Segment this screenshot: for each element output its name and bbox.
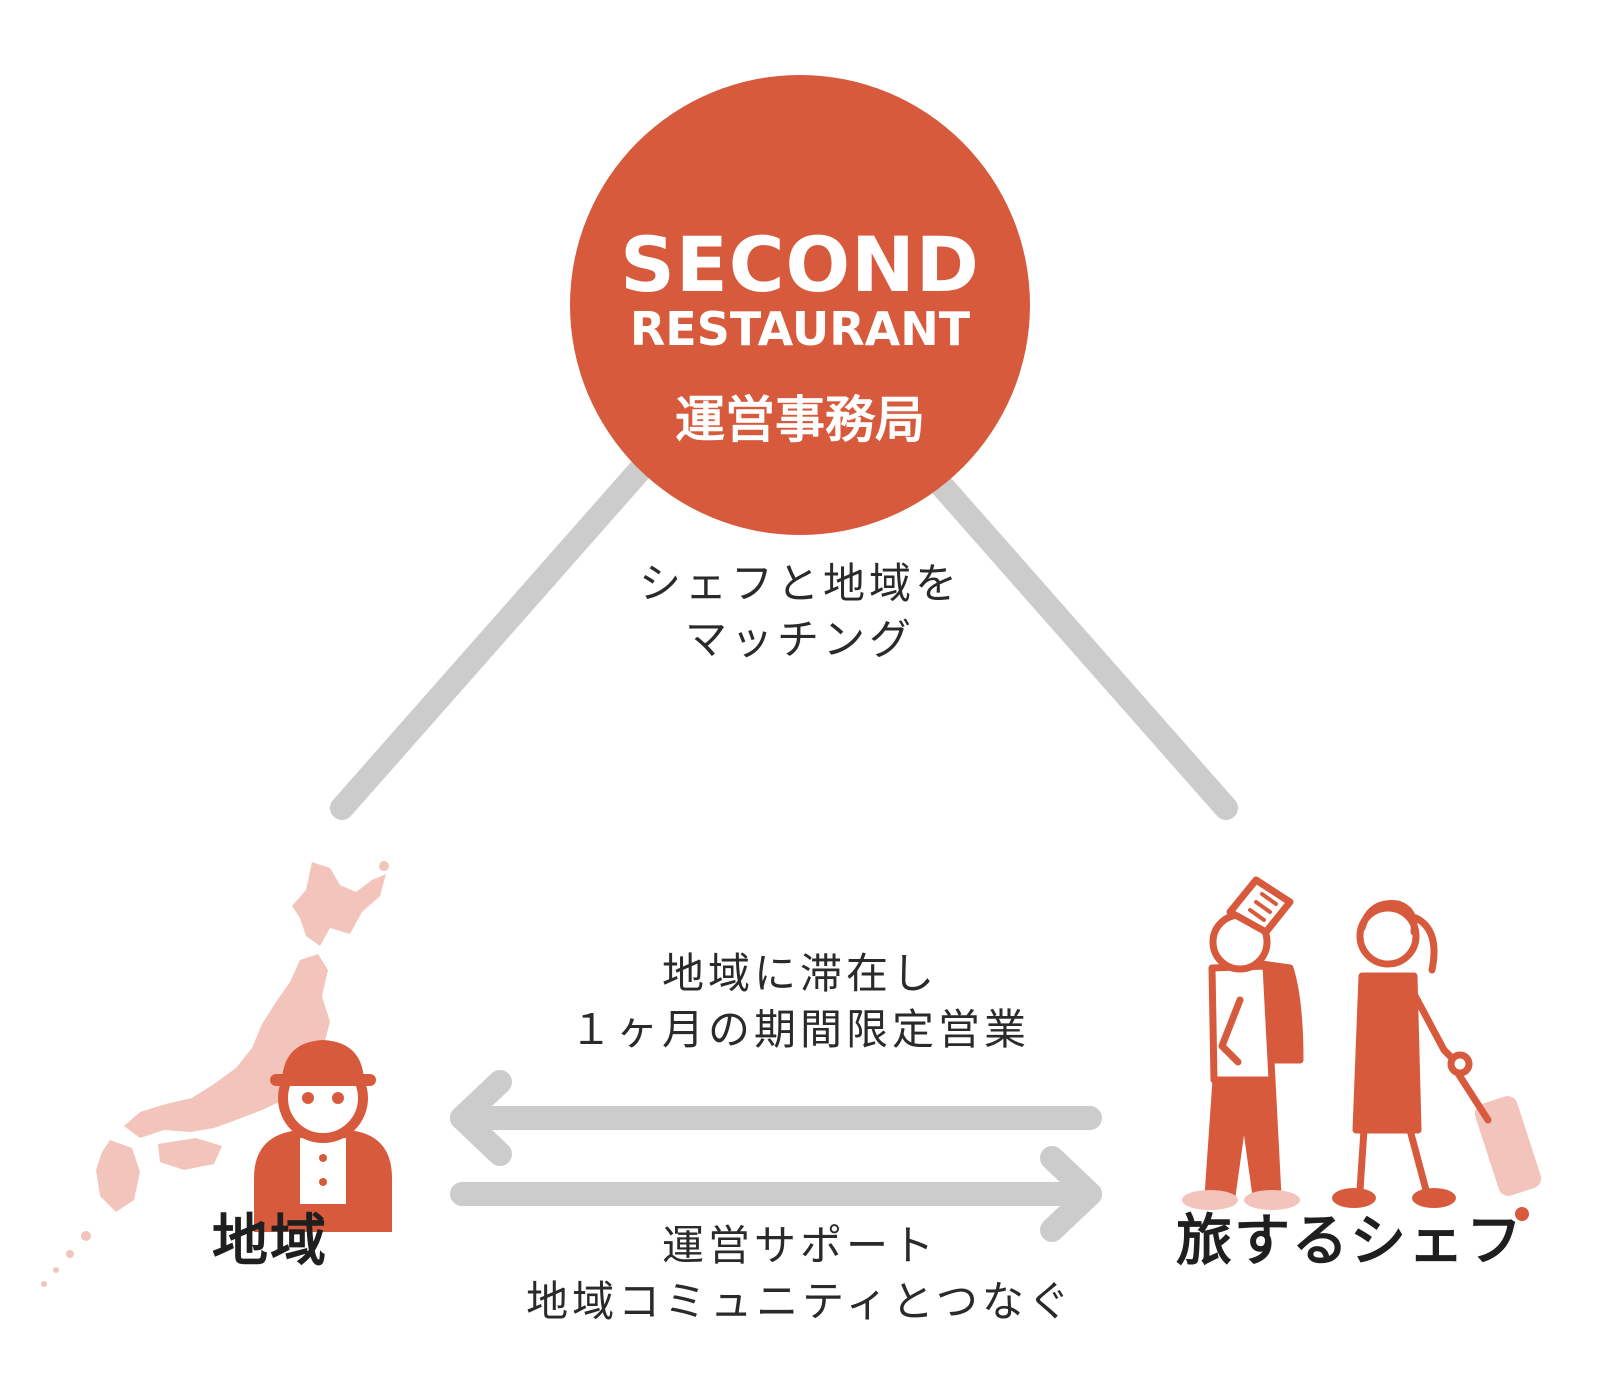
caption-stay-line1: 地域に滞在し (661, 949, 938, 998)
arrow-to-chef (450, 1146, 1102, 1242)
node-label-region: 地域 (212, 1209, 328, 1274)
connector-hub-region (330, 458, 652, 820)
hub-circle (570, 75, 1030, 535)
node-label-chef: 旅するシェフ (1176, 1209, 1524, 1274)
caption-matching: シェフと地域を マッチング (550, 556, 1050, 668)
local-person-icon (254, 1040, 392, 1232)
caption-stay-line2: １ヶ月の期間限定営業 (569, 1005, 1030, 1054)
caption-support-line1: 運営サポート (661, 1221, 938, 1270)
hub-title-second: SECOND (620, 220, 980, 309)
woman-with-suitcase-icon (1332, 900, 1542, 1221)
caption-support-line2: 地域コミュニティとつなぐ (526, 1277, 1074, 1326)
caption-support: 運営サポート 地域コミュニティとつなぐ (440, 1218, 1160, 1330)
caption-stay: 地域に滞在し １ヶ月の期間限定営業 (500, 946, 1100, 1058)
caption-matching-line2: マッチング (684, 615, 915, 664)
connector-hub-chef (916, 458, 1238, 820)
chef-with-backpack-icon (1182, 876, 1304, 1210)
hub-title-office: 運営事務局 (675, 391, 925, 449)
arrow-to-region (450, 1070, 1102, 1166)
hub-title-restaurant: RESTAURANT (629, 302, 971, 356)
caption-matching-line1: シェフと地域を (638, 559, 961, 608)
